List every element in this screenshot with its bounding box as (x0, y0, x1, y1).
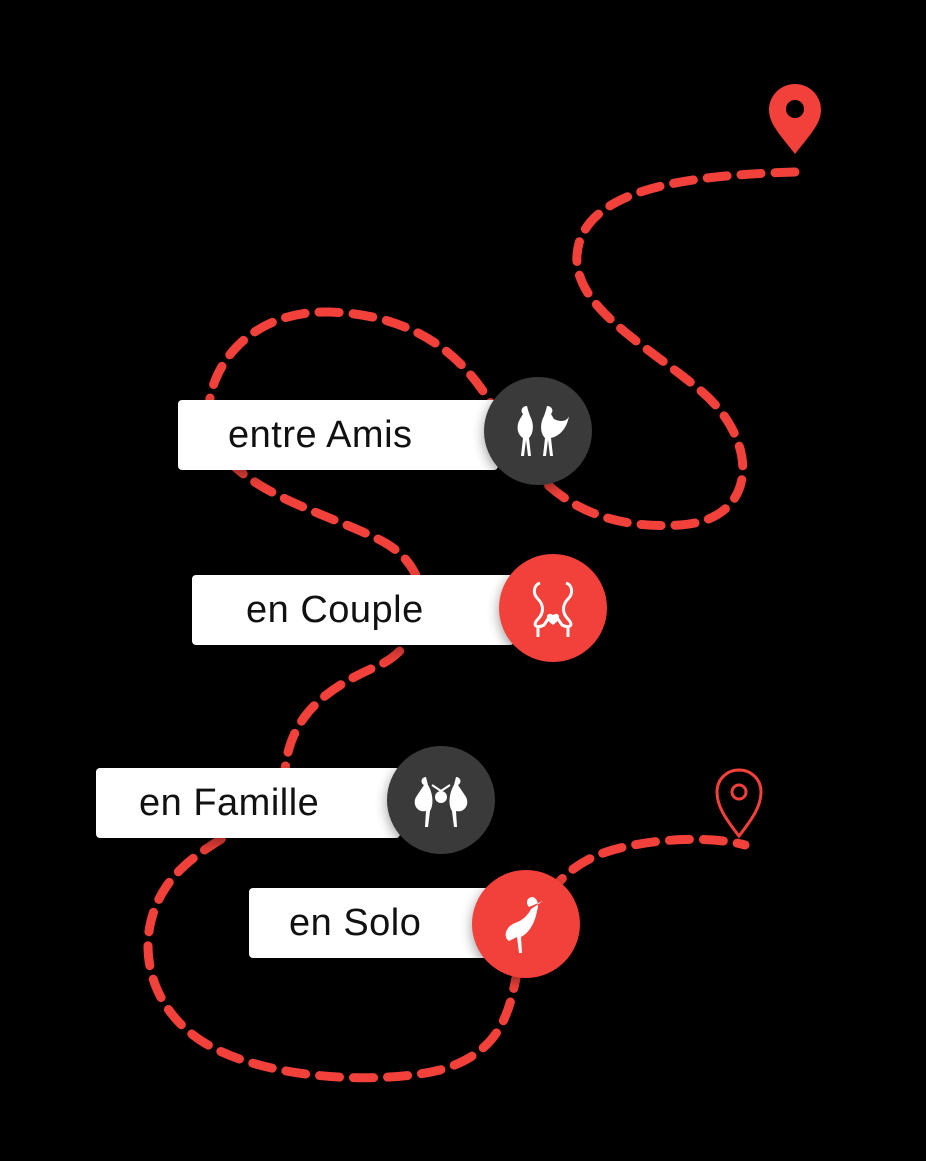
stop-label-couple: en Couple (246, 588, 424, 631)
two-storks-icon (484, 377, 592, 485)
stop-label-famille: en Famille (139, 781, 320, 824)
stop-label-amis: entre Amis (228, 413, 413, 456)
location-pin-outline-icon (715, 768, 763, 839)
single-stork-icon (472, 870, 580, 978)
stop-card-amis: entre Amis (178, 400, 498, 470)
stop-card-couple: en Couple (192, 575, 514, 645)
stop-label-solo: en Solo (289, 901, 422, 944)
stork-couple-heart-icon (499, 554, 607, 662)
location-pin-filled-icon (769, 84, 821, 154)
stop-card-solo: en Solo (249, 888, 489, 958)
stork-family-bundle-icon (387, 746, 495, 854)
route-path (143, 167, 800, 1083)
stop-card-famille: en Famille (96, 768, 400, 838)
